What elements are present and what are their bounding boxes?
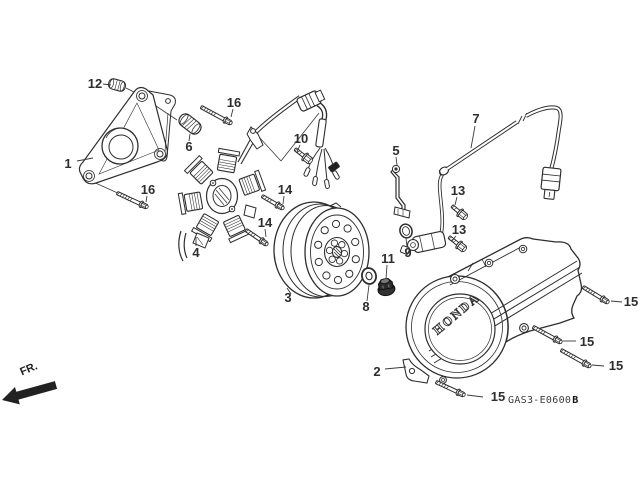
bullet-terminals — [303, 161, 340, 189]
callout-leader-13b — [451, 235, 457, 242]
callout-leader-14b — [264, 228, 267, 238]
part-label-4: 4 — [192, 245, 200, 260]
part-label-2: 2 — [373, 364, 380, 379]
part-bracket-plate — [78, 86, 176, 185]
part-label-14b: 14 — [258, 215, 273, 230]
part-stator — [177, 147, 267, 244]
callout-leader-15c — [591, 364, 605, 367]
bolt-14-b — [244, 228, 269, 247]
part-collar-large — [178, 113, 202, 135]
part-label-15d: 15 — [491, 389, 505, 404]
part-label-3: 3 — [284, 290, 291, 305]
tube-connector — [540, 166, 562, 200]
callout-leader-5 — [395, 156, 398, 166]
bolt-15-b — [532, 325, 563, 345]
part-label-5: 5 — [392, 143, 399, 158]
part-tube — [445, 105, 563, 200]
part-label-15c: 15 — [609, 358, 623, 373]
part-label-16b: 16 — [141, 182, 155, 197]
fr-label: FR. — [18, 360, 39, 378]
callout-leader-3 — [286, 287, 292, 295]
part-washer — [361, 267, 377, 285]
bolt-15-d — [435, 380, 466, 398]
bolt-10 — [293, 147, 313, 165]
part-label-8: 8 — [362, 299, 369, 314]
callout-leader-12 — [102, 83, 112, 86]
callout-leader-1 — [76, 157, 94, 162]
part-collar-small — [107, 78, 127, 92]
stator-coil — [238, 169, 267, 196]
cover-badge-circle — [424, 293, 496, 365]
bolt-16-b — [116, 191, 149, 210]
part-label-16a: 16 — [227, 95, 241, 110]
part-nut — [377, 277, 396, 297]
part-cover: HONDA — [402, 237, 583, 384]
callout-leader-10 — [296, 144, 301, 153]
stator-coil — [223, 215, 251, 244]
callout-leader-8 — [366, 284, 370, 302]
wire-harness — [246, 89, 340, 189]
fr-arrow-icon — [2, 381, 58, 405]
bolt-15-a — [581, 285, 610, 305]
part-label-13b: 13 — [452, 222, 466, 237]
stator-coil — [177, 191, 204, 215]
part-stator-details — [178, 133, 258, 262]
callout-leader-15d — [466, 394, 484, 398]
bolt-15-c — [560, 348, 592, 369]
part-label-10: 10 — [294, 131, 308, 146]
cover-bottom-tab — [402, 358, 430, 384]
fiche-code: GAS3-E0600B — [508, 395, 579, 406]
stator-coil — [216, 147, 241, 174]
bolt-16-a — [200, 105, 233, 126]
part-label-14a: 14 — [278, 182, 293, 197]
pump-assembly — [399, 166, 450, 255]
fr-indicator: FR. — [2, 360, 58, 405]
callout-leader-13a — [454, 196, 458, 206]
part-label-7: 7 — [472, 111, 479, 126]
part-stay — [390, 164, 411, 219]
stator-coil — [183, 155, 214, 185]
callout-leader-16a — [230, 108, 234, 118]
callout-leader-6 — [188, 133, 191, 142]
callout-leader-16b — [145, 195, 148, 203]
callout-leader-9 — [405, 237, 408, 248]
callout-leader-7 — [470, 125, 476, 149]
part-label-9: 9 — [404, 245, 411, 260]
part-label-11: 11 — [381, 251, 395, 266]
part-label-13a: 13 — [451, 183, 465, 198]
part-label-15b: 15 — [580, 334, 594, 349]
part-label-15a: 15 — [624, 294, 638, 309]
part-label-6: 6 — [185, 139, 192, 154]
callout-leader-11 — [385, 264, 388, 280]
part-label-12: 12 — [88, 76, 102, 91]
harness-stay — [246, 126, 264, 150]
callout-leader-15a — [610, 300, 623, 303]
callout-leader-2 — [384, 366, 407, 370]
bolt-14-a — [261, 194, 285, 211]
part-label-1: 1 — [64, 156, 71, 171]
part-flywheel — [273, 201, 370, 299]
callout-leader-14a — [282, 195, 285, 205]
part-oring — [399, 223, 413, 239]
bolt-13-a — [450, 204, 468, 221]
harness-sleeve — [315, 118, 327, 148]
